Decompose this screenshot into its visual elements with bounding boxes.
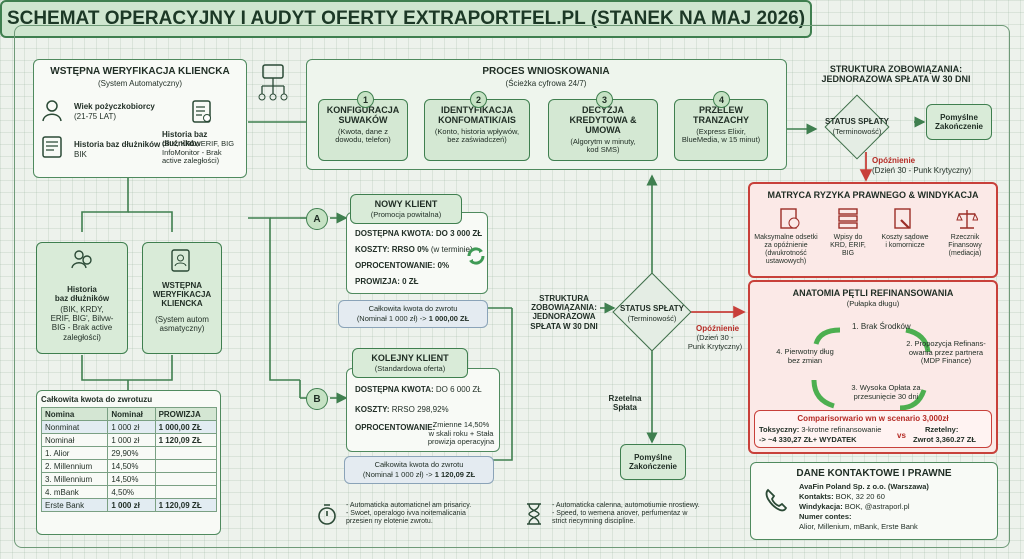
- process-step-3: DECYZJA KREDYTOWA & UMOWA(Algorytm w min…: [548, 99, 658, 161]
- users-icon: [71, 250, 92, 269]
- status-top-title: STATUS SPŁATY: [825, 117, 889, 126]
- verification-panel: WSTĘPNA WERYFIKACJA KLIENCKA (System Aut…: [33, 59, 247, 178]
- new-client-total: Całkowita kwota do zwrotu (Nominał 1 000…: [338, 300, 488, 328]
- step-number-1: 1: [357, 91, 374, 108]
- loop-step-1: 1. Brak Środków: [852, 322, 911, 331]
- next-client-total: Całkowita kwota do zwrotu (Nominał 1 000…: [344, 456, 494, 484]
- person-icon: [42, 100, 62, 122]
- delay-top-desc: (Dzień 30 - Punk Krytyczny): [872, 166, 972, 175]
- delay-top-title: Opóźnienie: [872, 156, 916, 165]
- loop-step-3: 3. Wysoka Opłata za przesunięcie 30 dni: [851, 383, 921, 401]
- refinancing-loop-panel: ANATOMIA PĘTLI REFINANSOWANIA (Pułapka d…: [748, 280, 998, 454]
- process-step-2: IDENTYFIKACJA KONFOMATIK/AIS(Konto, hist…: [424, 99, 530, 161]
- risk-matrix-title: MATRYCA RYZYKA PRAWNEGO & WINDYKACJA: [767, 190, 979, 200]
- contact-company: AvaFin Poland Sp. z o.o. (Warszawa): [799, 482, 929, 491]
- initial-verification-title: WSTĘPNA WERYFIKACJA KLIENCKA: [152, 281, 212, 309]
- legend-text-1: - Automaticka automaticnel am prisaricy.…: [346, 502, 472, 526]
- next-client-panel: DOSTĘPNA KWOTA: DO 6 000 ZŁ KOSZTY: RRSO…: [346, 368, 500, 452]
- hourglass-icon: [527, 503, 541, 525]
- loop-step-2: 2. Propozycja Refinans- owania przez par…: [906, 339, 986, 366]
- delay-mid-desc: (Dzień 30 - Punk Krytyczny): [687, 333, 743, 351]
- interest-icon: [780, 208, 800, 229]
- server-icon: [838, 208, 858, 229]
- status-top-subtitle: (Terminowość): [832, 127, 882, 136]
- initial-verification-desc: (System autom asmatyczny): [155, 315, 209, 334]
- loop-arrows: [811, 327, 931, 411]
- network-icon: [258, 64, 288, 101]
- contact-title: DANE KONTAKTOWE I PRAWNE: [796, 468, 952, 479]
- contact-panel: DANE KONTAKTOWE I PRAWNE AvaFin Poland S…: [750, 462, 998, 540]
- next-client-header: KOLEJNY KLIENT (Standardowa oferta): [352, 348, 468, 378]
- outer-frame: [14, 25, 1010, 548]
- risk-item-interest: Maksymalne odsetki za opóźnienie (dwukro…: [754, 234, 818, 266]
- debt-history-box: Historia baz dłużników (BIK, KRDY, ERIF,…: [36, 242, 128, 354]
- verification-subtitle: (System Automatyczny): [97, 79, 183, 88]
- stopwatch-icon: [318, 504, 336, 525]
- ontime-label: Rzetelna Spłata: [608, 394, 642, 413]
- delay-mid-title: Opóźnienie: [696, 324, 740, 333]
- page-title: SCHEMAT OPERACYJNY I AUDYT OFERTY EXTRAP…: [0, 0, 812, 38]
- process-step-4: PRZELEW TRANZACHY(Express Elixir, BlueMe…: [674, 99, 768, 161]
- comparison-box: Comparisorwario wn w scenario 3,000zł To…: [754, 410, 992, 448]
- debt-db-value: (BIK, KRD, ERIF, BIG InfoMonitor - Brak …: [162, 139, 235, 166]
- status-mid-title: STATUS SPŁATY: [620, 304, 684, 313]
- refresh-icon: [467, 247, 485, 265]
- risk-matrix-panel: MATRYCA RYZYKA PRAWNEGO & WINDYKACJA Mak…: [748, 182, 998, 278]
- phone-icon: [765, 488, 788, 512]
- debt-history-desc: (BIK, KRDY, ERIF, BIG', Bilvw- BIG - Bra…: [50, 305, 114, 342]
- loop-step-4: 4. Pierwotny dług bez zmian: [776, 347, 834, 365]
- age-value: (21-75 LAT): [74, 112, 117, 121]
- checklist-icon: [192, 100, 211, 123]
- risk-item-registers: Wpisy do KRD, ERIF, BIG: [830, 234, 866, 258]
- process-step-1: KONFIGURACJA SUWAKÓW(Kwota, dane z dowod…: [318, 99, 408, 161]
- step-number-3: 3: [596, 91, 613, 108]
- court-document-icon: [894, 208, 911, 229]
- new-client-header: NOWY KLIENT (Promocja powitalna): [350, 194, 462, 224]
- risk-item-ombudsman: Rzecznik Finansowy (mediacja): [948, 234, 982, 258]
- debt-db-title: Historia baz dłużników: [162, 130, 208, 149]
- branch-b-marker: B: [306, 388, 328, 410]
- repayment-table-title: Całkowita kwota do zwrotuzu: [41, 395, 153, 404]
- verification-title: WSTĘPNA WERYFIKACJA KLIENCKA: [50, 66, 230, 77]
- scales-icon: [956, 210, 978, 229]
- legend-text-2: - Automaticka calenna, automotiumie nros…: [552, 502, 700, 526]
- success-top-box: Pomyślne Zakończenie: [926, 104, 992, 140]
- bik-value: BIK: [74, 150, 87, 159]
- initial-verification-box: WSTĘPNA WERYFIKACJA KLIENCKA (System aut…: [142, 242, 222, 354]
- document-user-icon: [171, 249, 190, 272]
- loop-title: ANATOMIA PĘTLI REFINANSOWANIA: [792, 288, 954, 298]
- step-number-4: 4: [713, 91, 730, 108]
- database-icon: [42, 136, 62, 158]
- age-title: Wiek pożyczkobiorcy: [74, 102, 155, 111]
- step-number-2: 2: [470, 91, 487, 108]
- branch-a-marker: A: [306, 208, 328, 230]
- process-title: PROCES WNIOSKOWANIA: [482, 66, 610, 77]
- risk-item-court-costs: Koszty sądowe i komornicze: [881, 234, 929, 250]
- success-bottom-box: Pomyślne Zakończenie: [620, 444, 686, 480]
- new-client-panel: DOSTĘPNA KWOTA: DO 3 000 ZŁ KOSZTY: RRSO…: [346, 212, 488, 294]
- debt-history-title: Historia baz dłużników: [54, 285, 110, 304]
- process-subtitle: (Ścieżka cyfrowa 24/7): [505, 79, 587, 88]
- status-mid-subtitle: (Terminowość): [627, 314, 677, 323]
- structure-mid-label: STRUKTURA ZOBOWIĄZANIA: JEDNORAZOWA SPŁA…: [530, 294, 598, 331]
- structure-top-label: STRUKTURA ZOBOWIĄZANIA: JEDNORAZOWA SPŁA…: [821, 64, 971, 85]
- loop-subtitle: (Pułapka długu): [846, 299, 900, 308]
- bik-title: Historia baz dłużników: [74, 140, 161, 149]
